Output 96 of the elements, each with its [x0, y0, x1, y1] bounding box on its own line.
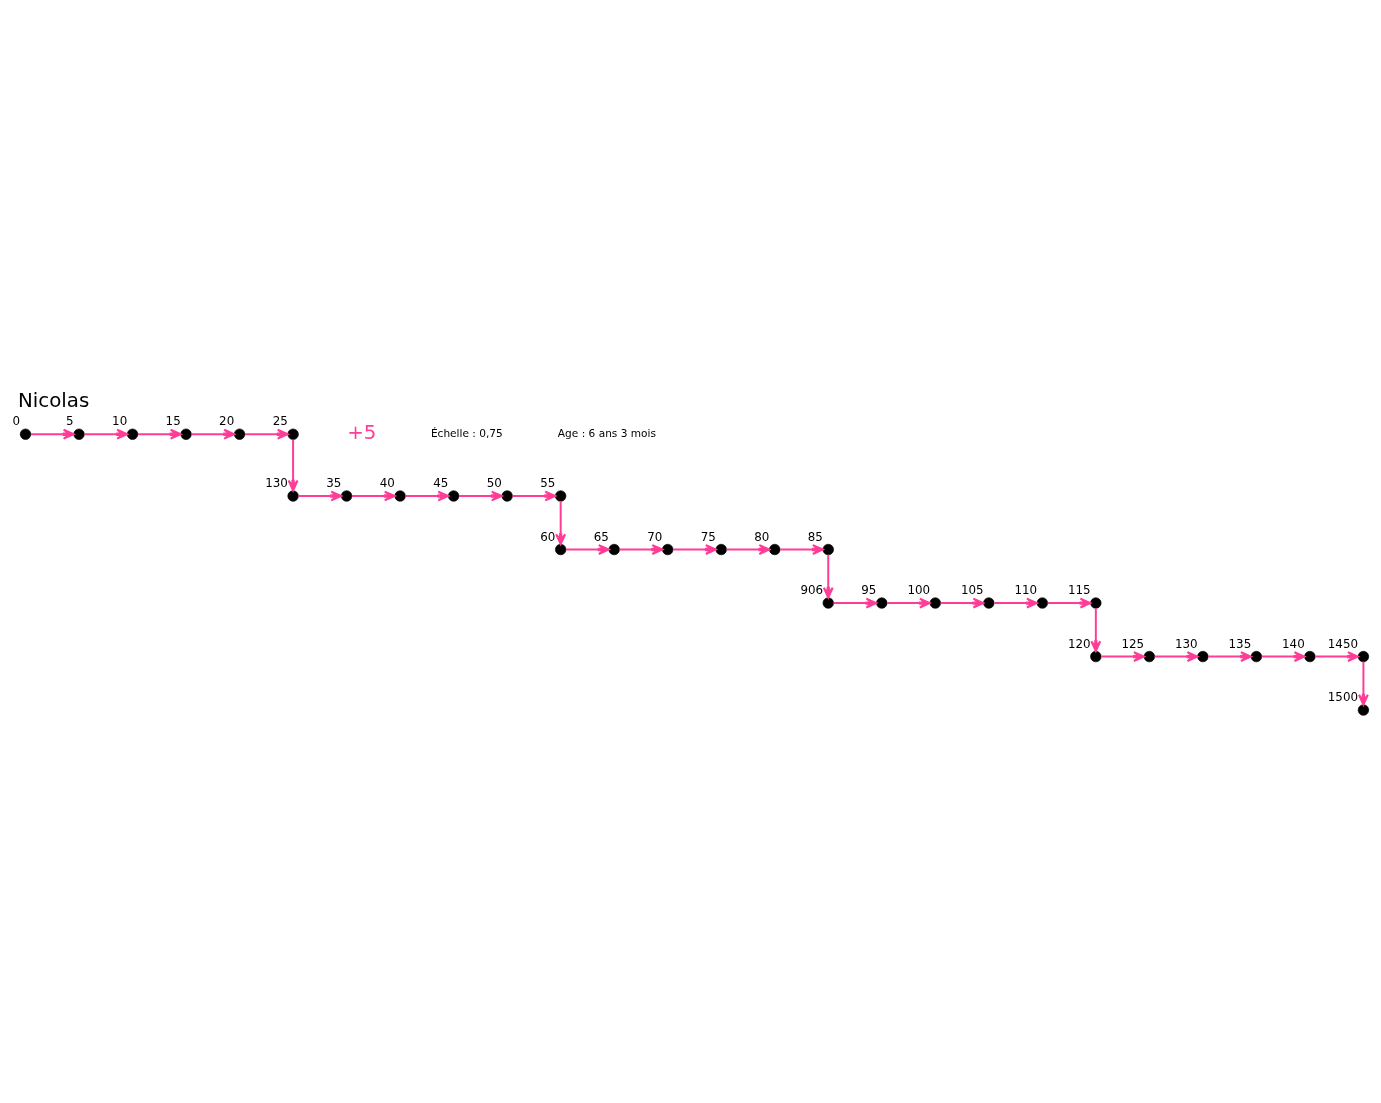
node-circle: [1036, 596, 1048, 609]
arrow: [1090, 606, 1102, 652]
arrow: [511, 490, 557, 501]
arrow: [618, 543, 664, 555]
node-label: 906: [800, 582, 824, 597]
node-label: 45: [433, 475, 449, 490]
label: Échelle : 0,75: [430, 426, 503, 439]
node-circle: [929, 596, 941, 609]
node-label: 110: [1014, 582, 1038, 597]
arrow: [244, 428, 289, 440]
node-circle: [1357, 703, 1370, 716]
node-circle: [1357, 650, 1370, 662]
node-label: 25: [272, 413, 288, 428]
arrow: [725, 543, 771, 555]
arrow: [1260, 650, 1306, 662]
node-label: 1500: [1327, 689, 1359, 704]
node-circle: [126, 428, 139, 440]
node-label: 5: [65, 413, 74, 428]
node-circle: [715, 543, 727, 555]
arrow: [822, 553, 834, 599]
node-label: 130: [1175, 636, 1198, 651]
node-label: 50: [486, 475, 502, 490]
node-label: 95: [861, 582, 877, 597]
node-circle: [1090, 596, 1102, 609]
node-label: 40: [379, 475, 395, 490]
diagram-title: Nicolas: [17, 388, 90, 412]
arrow: [993, 597, 1038, 608]
node-circle: [287, 489, 299, 502]
node-circle: [19, 428, 32, 440]
node-label: 75: [700, 529, 716, 544]
node-label: 80: [754, 529, 770, 544]
node-circle: [876, 596, 888, 609]
arrow: [832, 597, 878, 608]
arrow: [287, 438, 299, 492]
node-circle: [73, 428, 85, 440]
node-circle: [1197, 650, 1209, 662]
arrow: [404, 490, 450, 501]
node-circle: [448, 489, 460, 502]
node-circle: [769, 543, 781, 555]
node-label: 85: [807, 529, 823, 544]
node-circle: [1090, 650, 1102, 662]
arrow: [1314, 650, 1359, 662]
node-label: 135: [1228, 636, 1252, 651]
node-label: 60: [540, 529, 556, 544]
arrow: [672, 543, 717, 555]
node-label: 130: [265, 475, 288, 490]
node-circle: [822, 543, 834, 555]
node-circle: [608, 543, 620, 555]
arrow: [565, 543, 610, 555]
node-label: 1450: [1327, 636, 1359, 651]
arrow: [83, 428, 129, 440]
node-circle: [983, 596, 995, 609]
arrow: [297, 490, 343, 501]
node-label: 100: [907, 582, 931, 597]
arrow: [939, 597, 985, 608]
node-circle: [822, 596, 834, 609]
node-circle: [501, 489, 513, 502]
arrow: [1153, 650, 1199, 662]
node-circle: [662, 543, 674, 555]
node-label: 35: [326, 475, 342, 490]
node-circle: [1250, 650, 1262, 662]
node-label: 140: [1282, 636, 1305, 651]
arrow: [1100, 650, 1145, 662]
node-circle: [555, 489, 567, 502]
arrow: [29, 428, 75, 440]
label: Age : 6 ans 3 mois: [557, 426, 656, 439]
node-label: 0: [12, 413, 21, 428]
node-label: 120: [1067, 636, 1091, 651]
node-circle: [1143, 650, 1155, 662]
node-circle: [555, 543, 567, 555]
arrow: [190, 428, 236, 440]
arrow: [555, 499, 567, 545]
node-label: 65: [593, 529, 609, 544]
node-label: 20: [219, 413, 235, 428]
node-circle: [394, 489, 406, 502]
arrow: [137, 428, 182, 440]
node-label: 115: [1067, 582, 1091, 597]
node-label: 55: [540, 475, 556, 490]
node-label: 70: [647, 529, 663, 544]
node-label: 125: [1121, 636, 1145, 651]
node-circle: [1304, 650, 1316, 662]
arrow: [1357, 660, 1369, 706]
node-circle: [233, 428, 246, 440]
arrow: [1207, 650, 1252, 662]
node-label: 105: [960, 582, 984, 597]
node-circle: [287, 428, 299, 440]
arrow: [1046, 597, 1092, 608]
node-label: 15: [165, 413, 181, 428]
arrow: [458, 490, 503, 501]
node-circle: [341, 489, 353, 502]
arrow: [779, 543, 824, 555]
label: +5: [347, 420, 377, 444]
arrow: [886, 597, 931, 608]
node-circle: [180, 428, 192, 440]
node-label: 10: [112, 413, 128, 428]
arrow: [351, 490, 396, 501]
